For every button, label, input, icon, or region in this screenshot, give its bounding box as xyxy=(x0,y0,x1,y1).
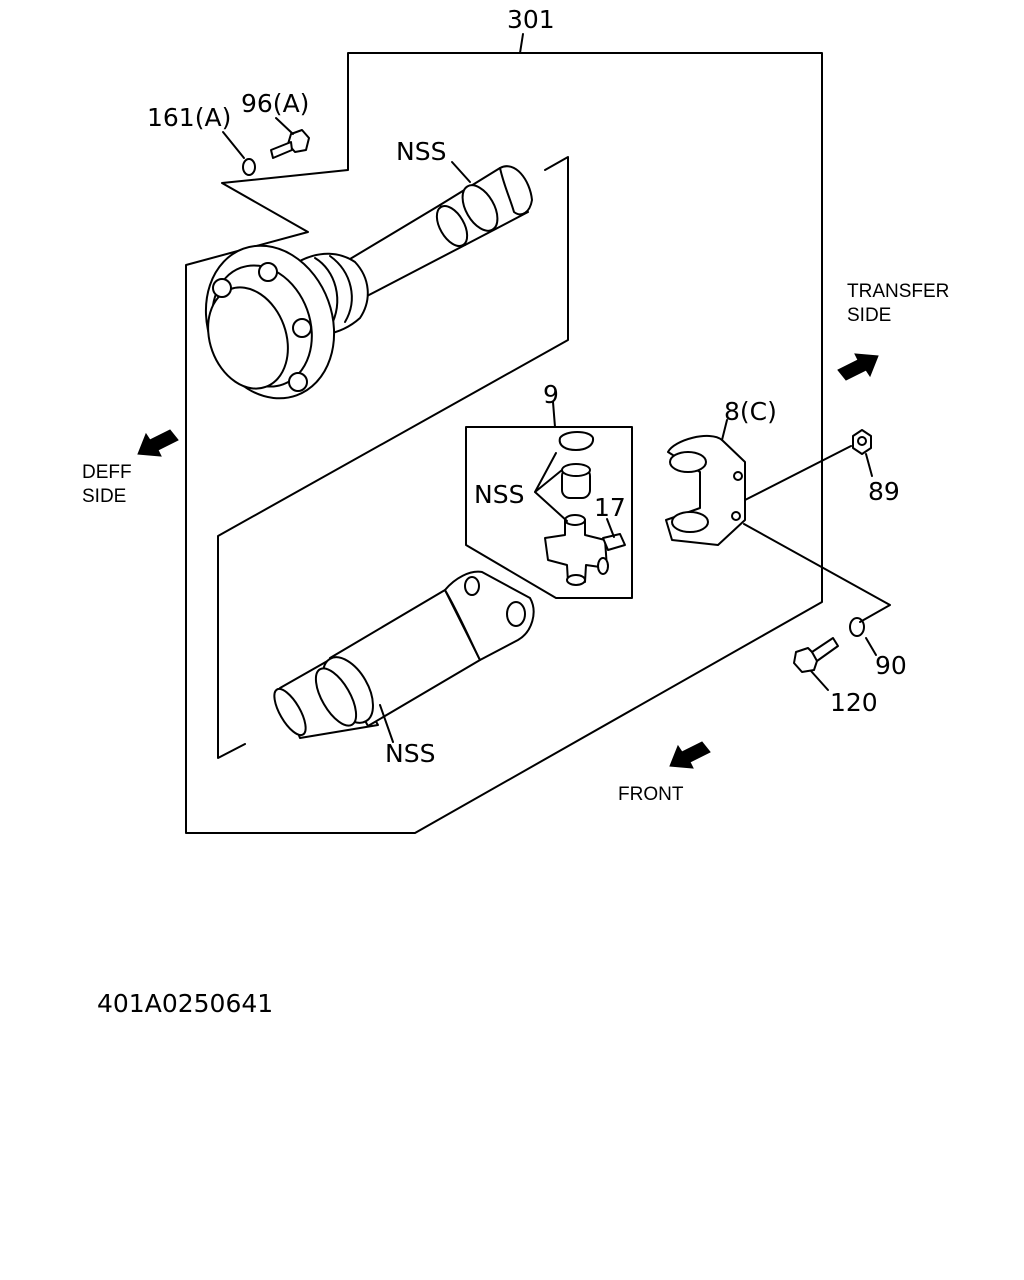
deff-side-arrow xyxy=(137,429,179,457)
nss-kit-label: NSS xyxy=(474,480,524,509)
deff-side-label-1: DEFF xyxy=(82,462,132,483)
bolt-label: 120 xyxy=(830,688,878,717)
nss-shaft-label: NSS xyxy=(385,739,435,768)
kit-label: 9 xyxy=(543,380,559,409)
transfer-side-arrow xyxy=(837,353,879,381)
nss-shaft-leader xyxy=(379,704,394,743)
washer-label: 90 xyxy=(875,651,907,680)
washer-and-bolt xyxy=(743,523,891,691)
assembly-outline xyxy=(185,52,823,834)
grease-fitting-label: 17 xyxy=(594,493,626,522)
deff-side-label-2: SIDE xyxy=(82,486,126,507)
flange-label: 8(C) xyxy=(724,397,777,426)
washer-bolt-a xyxy=(222,117,310,176)
front-arrow xyxy=(669,741,711,769)
front-label: FRONT xyxy=(618,784,684,805)
propeller-shaft-lower xyxy=(273,570,535,739)
shaft-group-outline xyxy=(217,156,569,759)
assembly-label: 301 xyxy=(507,5,555,34)
drawing-number: 401A0250641 xyxy=(97,989,273,1018)
flange-yoke xyxy=(665,419,746,546)
bolt-a-label: 96(A) xyxy=(241,89,309,118)
spider-kit-group xyxy=(465,401,633,599)
transfer-side-label-2: SIDE xyxy=(847,305,891,326)
cv-joint-shaft xyxy=(204,165,533,400)
washer-a-label: 161(A) xyxy=(147,103,231,132)
nss-cv-leader xyxy=(451,161,471,183)
assembly-leader xyxy=(519,33,524,54)
nut xyxy=(744,429,873,501)
nss-cv-label: NSS xyxy=(396,137,446,166)
transfer-side-label-1: TRANSFER xyxy=(847,281,949,302)
nut-label: 89 xyxy=(868,477,900,506)
